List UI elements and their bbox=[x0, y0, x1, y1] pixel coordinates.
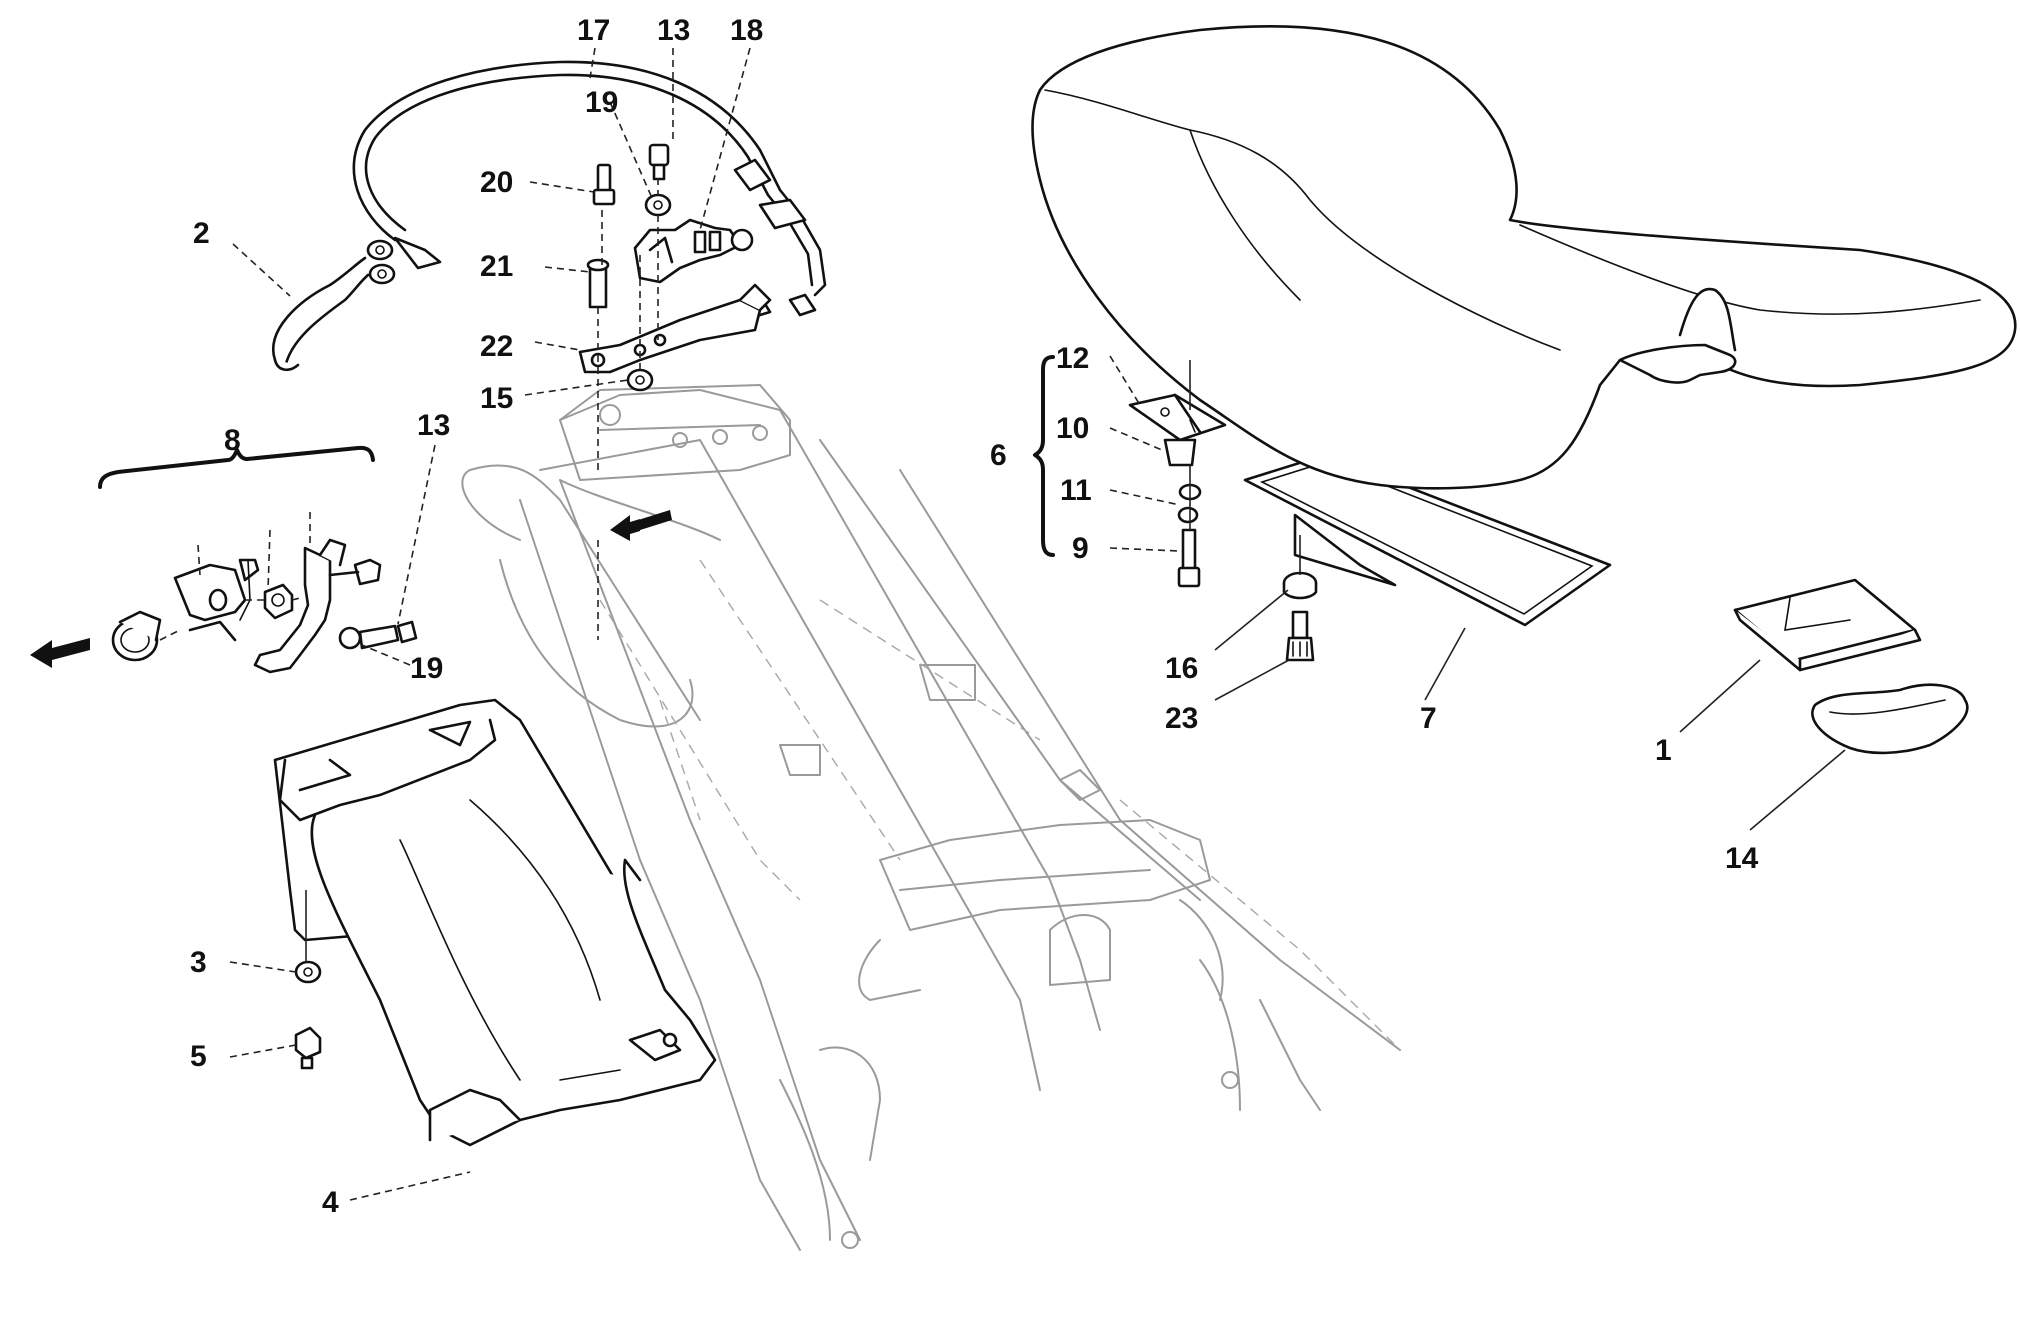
callout-12: 12 bbox=[1056, 342, 1089, 375]
callout-13-left: 13 bbox=[417, 409, 450, 442]
callout-8: 8 bbox=[224, 424, 241, 457]
part-1-label bbox=[1733, 578, 1922, 672]
part-11-washer bbox=[1177, 483, 1202, 524]
callout-3: 3 bbox=[190, 946, 207, 979]
callout-9: 9 bbox=[1072, 532, 1089, 565]
callout-13-top: 13 bbox=[657, 14, 690, 47]
callout-4: 4 bbox=[322, 1186, 339, 1219]
callout-1: 1 bbox=[1655, 734, 1672, 767]
callout-15: 15 bbox=[480, 382, 513, 415]
callout-17: 17 bbox=[577, 14, 610, 47]
callout-6: 6 bbox=[990, 439, 1007, 472]
part-10-spacer bbox=[1163, 438, 1197, 467]
callout-11: 11 bbox=[1060, 474, 1092, 507]
part-14-cushion-pad bbox=[1811, 683, 1969, 755]
part-5-nut bbox=[294, 1026, 322, 1070]
callout-2: 2 bbox=[193, 217, 210, 250]
part-23-knob-screw bbox=[1285, 610, 1315, 662]
callout-22: 22 bbox=[480, 330, 513, 363]
part-8-hook-assembly bbox=[111, 512, 418, 674]
rear-subframe bbox=[461, 384, 1401, 1251]
callout-23: 23 bbox=[1165, 702, 1198, 735]
callout-10: 10 bbox=[1056, 412, 1089, 445]
part-7-seat-pan bbox=[1243, 453, 1612, 627]
callout-21: 21 bbox=[480, 250, 513, 283]
callout-5: 5 bbox=[190, 1040, 207, 1073]
callout-14: 14 bbox=[1725, 842, 1759, 875]
part-12-bracket bbox=[1128, 393, 1227, 442]
part-2-cable-lanyard bbox=[272, 239, 396, 371]
part-3-washer bbox=[294, 960, 322, 984]
seat bbox=[1031, 24, 2017, 490]
brace-part-8 bbox=[98, 445, 375, 489]
callout-18: 18 bbox=[730, 14, 763, 47]
arrow-left-icon bbox=[30, 638, 90, 668]
callout-19-left: 19 bbox=[410, 652, 443, 685]
part-4-undertray bbox=[273, 698, 717, 1147]
brace-part-6 bbox=[1033, 355, 1055, 557]
callout-19-top: 19 bbox=[585, 86, 618, 119]
callout-20: 20 bbox=[480, 166, 513, 199]
arrow-insert-icon bbox=[610, 510, 672, 541]
callout-7: 7 bbox=[1420, 702, 1437, 735]
seat-lock-assembly bbox=[578, 143, 772, 640]
leader-lines bbox=[229, 47, 1846, 1201]
callout-16: 16 bbox=[1165, 652, 1198, 685]
part-9-bolt bbox=[1177, 528, 1201, 588]
part-16-washer bbox=[1282, 571, 1318, 600]
